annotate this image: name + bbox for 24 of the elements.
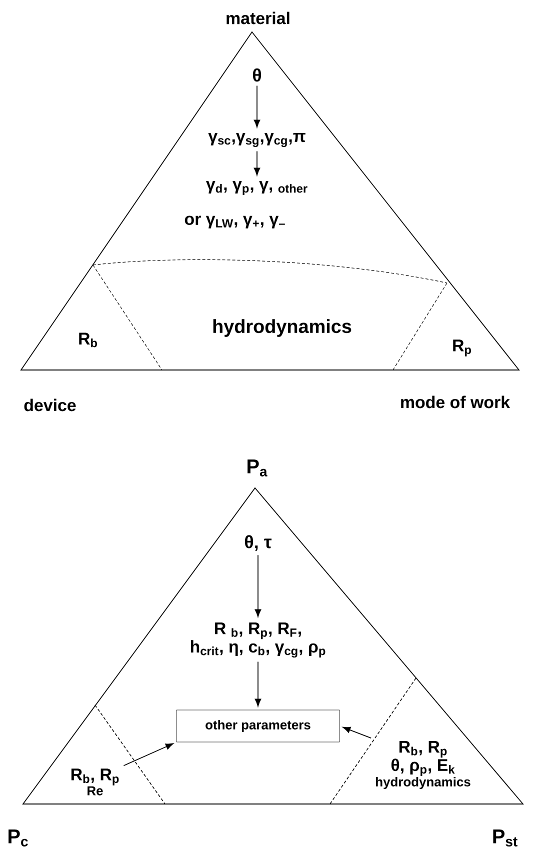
arrow bbox=[254, 661, 262, 706]
parameter-text: γ$_{sc}$,γ$_{sg}$,γ$_{cg}$,π bbox=[208, 132, 306, 148]
parameter-box: other parameters bbox=[176, 710, 340, 742]
vertex-label: P$_{c}$ bbox=[8, 830, 28, 846]
parameter-text: θ bbox=[252, 68, 262, 82]
parameter-text: θ, τ bbox=[244, 535, 272, 551]
arrow bbox=[254, 554, 262, 617]
vertex-label: material bbox=[226, 12, 290, 24]
arrow bbox=[254, 150, 260, 176]
region-label: hydrodynamics bbox=[213, 319, 352, 337]
parameter-text: γ$_{d}$, γ$_{p}$, γ, $_{other}$ bbox=[206, 181, 308, 195]
arrow bbox=[254, 85, 260, 128]
parameter-text: R$_{b}$, R$_{p}$ θ, ρ$_{p}$, E$_{k}$ hydrodynamics bbox=[376, 740, 470, 790]
vertex-label: P$_{a}$ bbox=[248, 460, 268, 476]
region-label: R$_{b}$ bbox=[79, 332, 97, 348]
formula-text: or γ$_{LW}$, γ$_{+}$, γ$_{–}$ bbox=[184, 216, 285, 228]
arrow bbox=[123, 743, 174, 766]
arrow bbox=[342, 726, 372, 738]
vertex-label: mode of work bbox=[401, 396, 510, 408]
parameter-text: R$_{b}$, R$_{p}$ Re bbox=[71, 768, 119, 796]
vertex-label: device bbox=[24, 398, 76, 412]
vertex-label: P$_{st}$ bbox=[493, 830, 518, 846]
parameter-text: R $_{b}$, R$_{p}$, R$_{F}$, h$_{crit}$, η, c$_{b}$, γ$_{cg}$, ρ$_{p}$ bbox=[190, 622, 326, 658]
region-label: R$_{p}$ bbox=[453, 340, 471, 356]
